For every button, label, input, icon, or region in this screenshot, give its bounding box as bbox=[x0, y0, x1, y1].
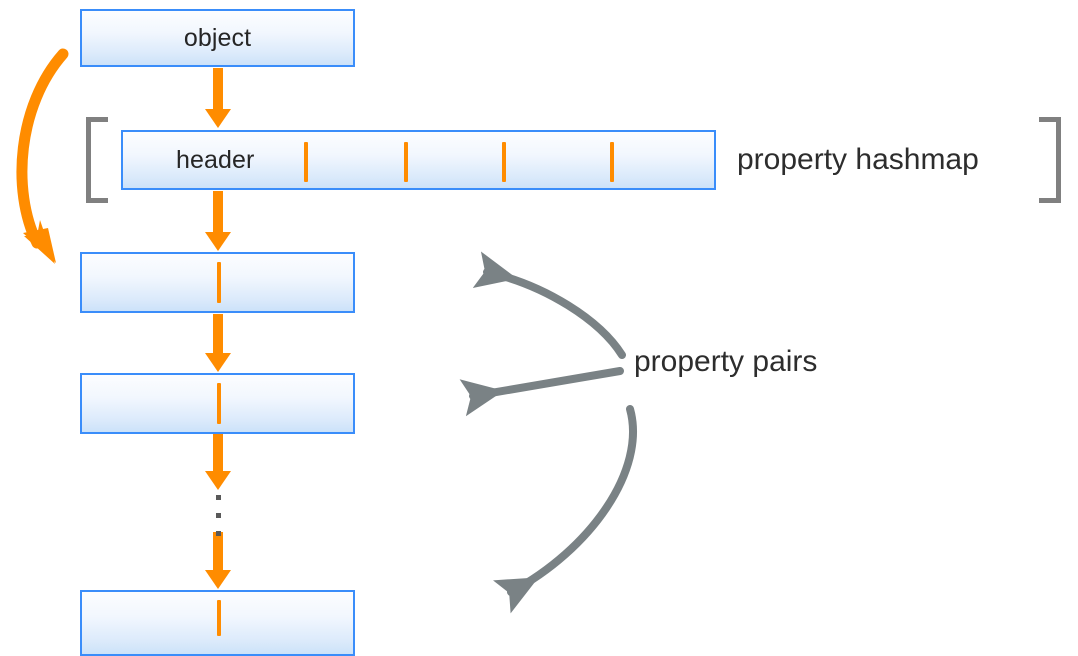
orange-arrow-pair-2-to-ellipsis bbox=[205, 434, 231, 490]
header-slot-divider-4 bbox=[610, 142, 614, 182]
property-pairs-label: property pairs bbox=[634, 345, 818, 378]
orange-curved-arrow-object-to-pair bbox=[16, 48, 69, 264]
orange-arrow-object-to-header bbox=[205, 68, 231, 128]
orange-arrow-pair-1-to-pair-2 bbox=[205, 314, 231, 372]
header-slot-divider-1 bbox=[304, 142, 308, 182]
property-pair-box-1[interactable] bbox=[80, 252, 355, 313]
orange-arrow-header-to-pair-1 bbox=[205, 191, 231, 251]
object-box[interactable]: object bbox=[80, 9, 355, 67]
header-box-label: header bbox=[176, 145, 255, 174]
header-slot-divider-3 bbox=[502, 142, 506, 182]
gray-arrow-to-pair-last bbox=[493, 405, 638, 614]
property-hashmap-label: property hashmap bbox=[737, 143, 979, 176]
property-pair-box-last[interactable] bbox=[80, 590, 355, 656]
property-pair-divider-last bbox=[217, 600, 221, 636]
left-bracket bbox=[86, 117, 108, 203]
vertical-ellipsis-icon bbox=[214, 495, 222, 536]
orange-arrow-ellipsis-to-pair-last bbox=[205, 532, 231, 589]
property-pair-divider-1 bbox=[217, 262, 221, 303]
right-bracket bbox=[1039, 117, 1061, 203]
gray-arrow-to-pair-2 bbox=[459, 367, 624, 417]
gray-arrow-to-pair-1 bbox=[472, 251, 626, 359]
header-box[interactable]: header bbox=[121, 130, 716, 190]
header-slot-divider-2 bbox=[404, 142, 408, 182]
object-box-label: object bbox=[183, 23, 252, 52]
property-pair-box-2[interactable] bbox=[80, 373, 355, 434]
property-pair-divider-2 bbox=[217, 383, 221, 424]
